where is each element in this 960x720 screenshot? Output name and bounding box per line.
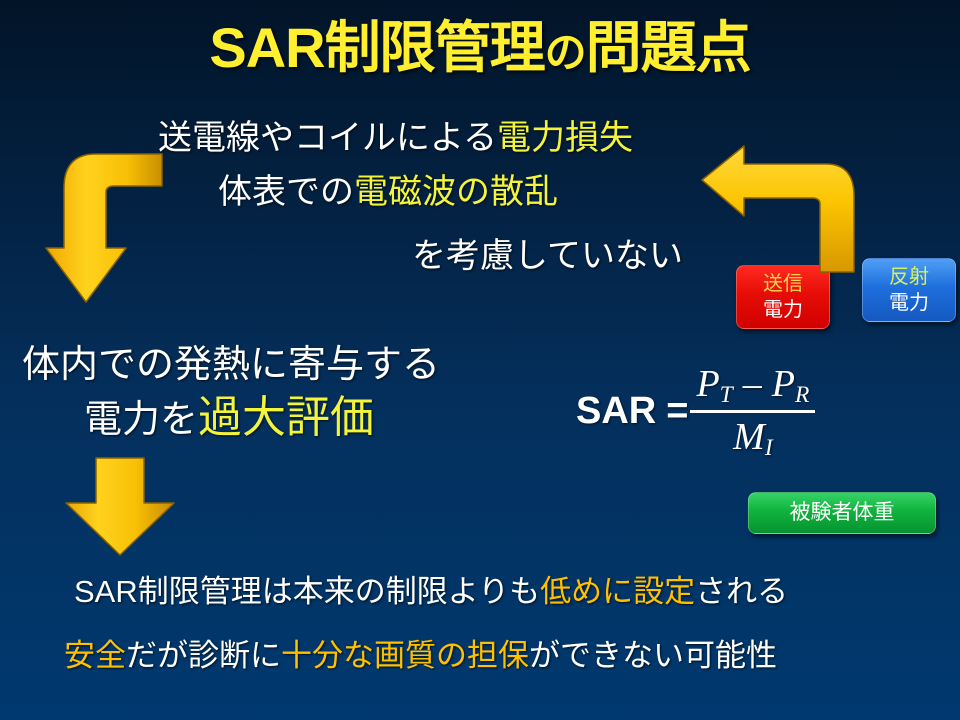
formula-lhs: SAR (576, 390, 657, 433)
formula-pt-sub: T (719, 381, 733, 408)
badge-reflect-top: 反射 (889, 266, 929, 288)
middle-line2-plain: 電力を (84, 399, 199, 441)
bottom-text-line-1: SAR制限管理は本来の制限よりも低めに設定される (74, 572, 788, 612)
badge-transmit-top: 送信 (763, 273, 803, 295)
formula-numerator: PT–PR (690, 362, 815, 410)
upper-line2-highlight: 電磁波の散乱 (354, 173, 558, 211)
bottom-line2-highlight-b: 十分な画質の担保 (281, 638, 529, 673)
elbow-arrow-down-icon (45, 153, 163, 303)
bottom-line1-plain-a: SAR制限管理は本来の制限よりも (74, 574, 541, 609)
middle-text-line-2: 電力を過大評価 (84, 396, 374, 441)
bottom-line1-plain-b: される (695, 574, 789, 609)
upper-text-line-3: を考慮していない (412, 237, 683, 275)
upper-line2-plain: 体表での (218, 173, 354, 211)
page-title: SAR制限管理の問題点 (0, 16, 960, 85)
formula-fraction-bar (690, 409, 816, 413)
upper-text-line-1: 送電線やコイルによる電力損失 (158, 118, 633, 158)
formula-pt-base: P (696, 363, 720, 405)
bottom-text-line-2: 安全だが診断に十分な画質の担保ができない可能性 (64, 636, 777, 676)
upper-line1-highlight: 電力損失 (496, 119, 633, 157)
upper-text-line-2: 体表での電磁波の散乱 (218, 172, 558, 212)
formula-denominator: MI (690, 413, 815, 462)
sar-formula: SAR = PT–PR MI (576, 362, 816, 462)
formula-pr-base: P (771, 363, 795, 405)
arrow-down-icon (65, 457, 175, 556)
elbow-arrow-left-icon (701, 145, 855, 273)
formula-pr-sub: R (794, 381, 810, 408)
middle-line2-highlight: 過大評価 (198, 393, 375, 442)
formula-minus-sign: – (742, 363, 762, 405)
bottom-line2-highlight-a: 安全 (64, 638, 126, 673)
formula-mi-base: M (733, 415, 765, 458)
formula-mi-sub: I (764, 434, 773, 461)
title-particle: の (544, 29, 587, 76)
middle-text-line-1: 体内での発熱に寄与する (22, 344, 441, 386)
badge-reflected-power: 反射 電力 (862, 258, 956, 322)
badge-transmit-power: 送信 電力 (736, 265, 830, 329)
bottom-line1-highlight: 低めに設定 (540, 574, 696, 609)
upper-line1-plain: 送電線やコイルによる (158, 119, 497, 157)
title-tail: 問題点 (585, 16, 752, 79)
formula-fraction: PT–PR MI (690, 362, 816, 462)
bottom-line2-plain-b: ができない可能性 (529, 638, 777, 673)
formula-equals-sign: = (666, 390, 689, 433)
badge-transmit-bottom: 電力 (763, 299, 803, 321)
title-main: SAR制限管理 (209, 16, 545, 79)
badge-reflect-bottom: 電力 (889, 292, 929, 314)
badge-mass-label: 被験者体重 (789, 501, 895, 524)
bottom-line2-plain-a: だが診断に (126, 638, 281, 673)
badge-subject-mass: 被験者体重 (748, 492, 936, 534)
